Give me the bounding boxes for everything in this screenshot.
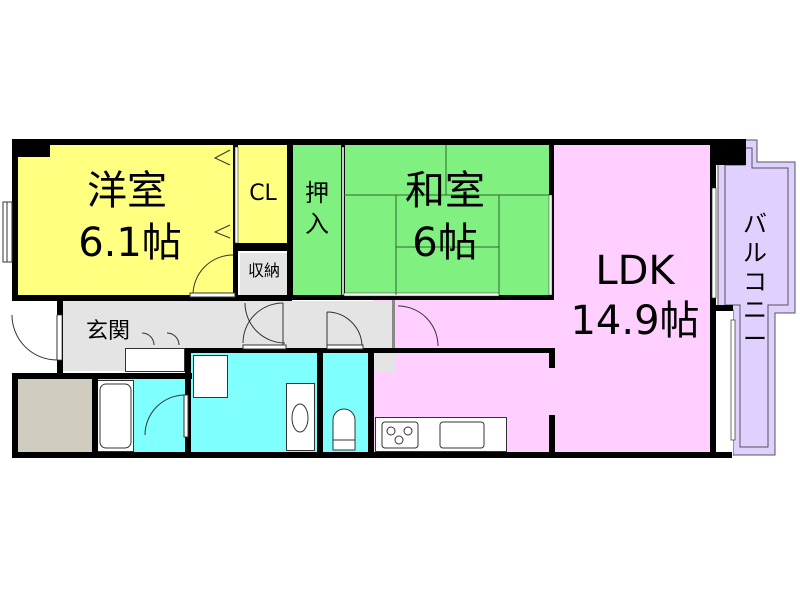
closet-label: CL xyxy=(249,181,277,206)
western-room xyxy=(17,145,235,297)
storage-label: 収納 xyxy=(247,261,280,280)
japanese-room-name: 和室 xyxy=(405,168,485,214)
ldk-name: LDK xyxy=(595,248,675,294)
western-room-size: 6.1帖 xyxy=(78,220,182,266)
japanese-room xyxy=(344,145,551,297)
washing-machine xyxy=(193,355,228,398)
oshiire-area xyxy=(292,145,342,297)
storage-gray-room xyxy=(18,378,92,452)
western-room-name: 洋室 xyxy=(87,168,167,214)
closet-area xyxy=(237,145,287,243)
shoe-box xyxy=(125,348,185,372)
ldk-size: 14.9帖 xyxy=(570,298,700,344)
storage-area xyxy=(240,253,287,297)
balcony-label: バ ル コ ニ ー xyxy=(743,210,767,354)
bathtub xyxy=(97,380,134,452)
entrance-label: 玄関 xyxy=(85,319,130,344)
oshiire-label: 押 入 xyxy=(305,179,329,239)
japanese-room-size: 6帖 xyxy=(412,220,478,266)
ldk-room xyxy=(553,145,715,453)
